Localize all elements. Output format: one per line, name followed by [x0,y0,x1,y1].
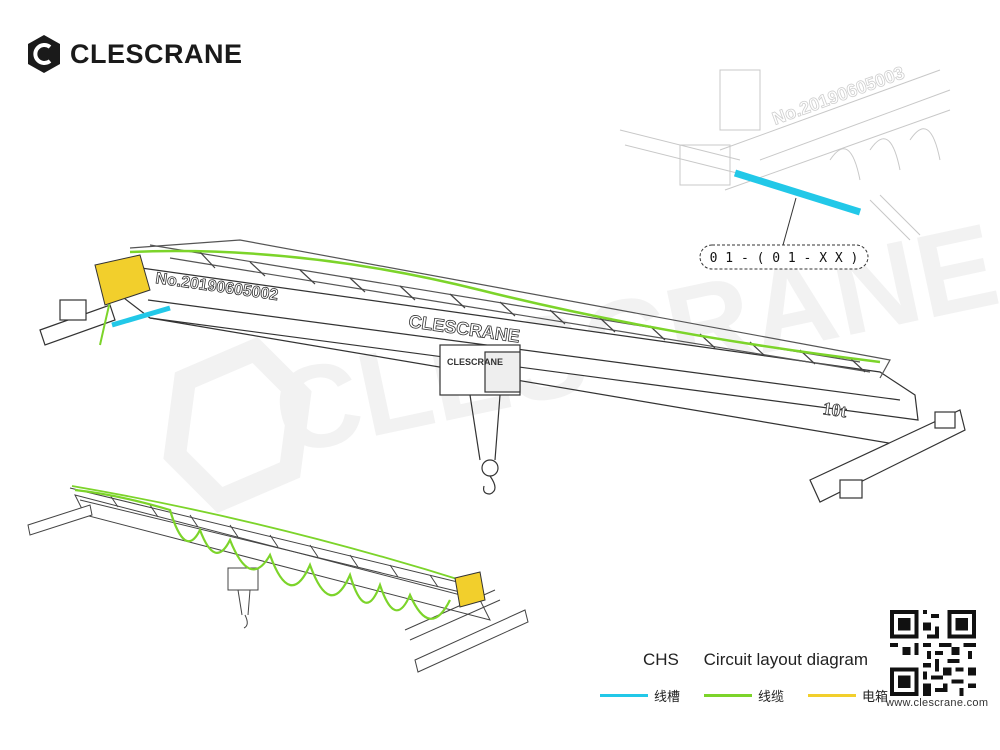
girder-bottom-edge [149,317,919,449]
inset-end-carriage [679,144,731,186]
main-crane [39,239,966,503]
qr-code-icon[interactable] [890,610,976,696]
callout-code: 0 1 - ( 0 1 - X X ) [710,251,859,266]
brand-logo: CLESCRANE [26,34,243,74]
legend-label: 线缆 [758,689,785,704]
small-walkway [69,487,486,599]
inset-cable-tray [733,169,862,216]
inset-bracket [869,194,921,241]
walkway-cross-members [199,251,866,373]
brand-name: CLESCRANE [70,38,243,69]
hoist-ropes [469,394,501,461]
watermark-logo-icon [163,336,312,514]
inset-serial-fragment: No.20190605003 [770,62,908,128]
small-hook [237,589,251,629]
walkway-frame [129,239,891,379]
diagram-title: Circuit layout diagram [703,650,869,669]
inset-electric-box [719,69,761,131]
main-cable-tray [111,305,171,328]
small-cable-upper [71,485,471,584]
small-cross-members [109,494,439,588]
small-end-carriage-left [27,504,93,536]
small-end-carriage-right [414,609,529,673]
website-label[interactable]: www.clescrane.com [886,697,989,709]
small-crane [27,487,529,673]
legend-item-electric-box: 电箱 [808,686,888,705]
inset-axle [619,129,746,176]
diagram-caption: CHS Circuit layout diagram [643,650,868,670]
hook [483,475,496,495]
left-motor [59,299,87,321]
capacity-label: 10t [821,398,848,421]
legend-swatch [808,694,857,697]
callout-box [699,244,869,270]
legend-item-cable: 线缆 [704,686,784,705]
clescrane-logo-icon [28,35,60,73]
hook-block [481,459,499,477]
small-hoist [227,567,259,591]
main-cable [129,249,881,364]
inset-wheels [829,128,941,181]
right-wheel-block [839,479,863,499]
main-electric-box [94,254,151,306]
legend-label: 线槽 [654,689,681,704]
callout-leader-line [782,197,797,246]
end-carriage-left [39,304,116,346]
hoist-motor [484,351,521,393]
legend: 线槽 线缆 电箱 [600,686,888,705]
legend-swatch [704,694,753,697]
legend-swatch [600,694,648,697]
girder-front-edge [147,299,901,401]
inset-detail [619,69,951,241]
legend-label: 电箱 [862,689,889,704]
model-code: CHS [643,650,679,669]
small-cable [74,488,451,620]
end-carriage-right [809,409,966,503]
small-electric-box [454,571,486,608]
hoist-logo-text: CLESCRANE [447,357,503,367]
right-motor [934,411,956,429]
inset-girder [719,69,951,191]
legend-item-cable-tray: 线槽 [600,686,680,705]
